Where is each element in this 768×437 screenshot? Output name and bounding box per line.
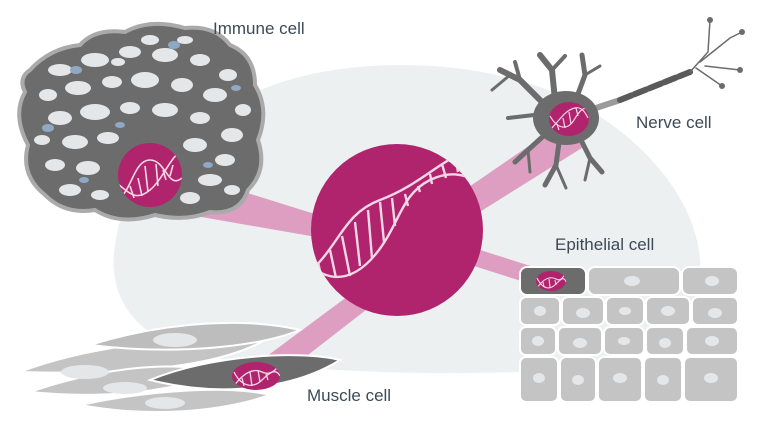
central-nucleus [311,144,483,316]
label-immune-cell: Immune cell [213,19,305,38]
immune-cell [17,21,266,222]
cone-nerve [463,128,585,213]
immune-nucleus [118,143,182,207]
immune-granules [42,41,241,183]
nerve-nucleus [549,102,589,136]
nerve-cell [490,19,743,190]
label-muscle-cell: Muscle cell [307,386,392,405]
nerve-terminals [707,17,745,89]
label-nerve-cell: Nerve cell [636,113,712,132]
label-epithelial-cell: Epithelial cell [555,235,655,254]
muscle-nucleus [232,362,280,390]
immune-vacuoles [34,35,251,204]
epithelial-nuclei [532,276,722,385]
